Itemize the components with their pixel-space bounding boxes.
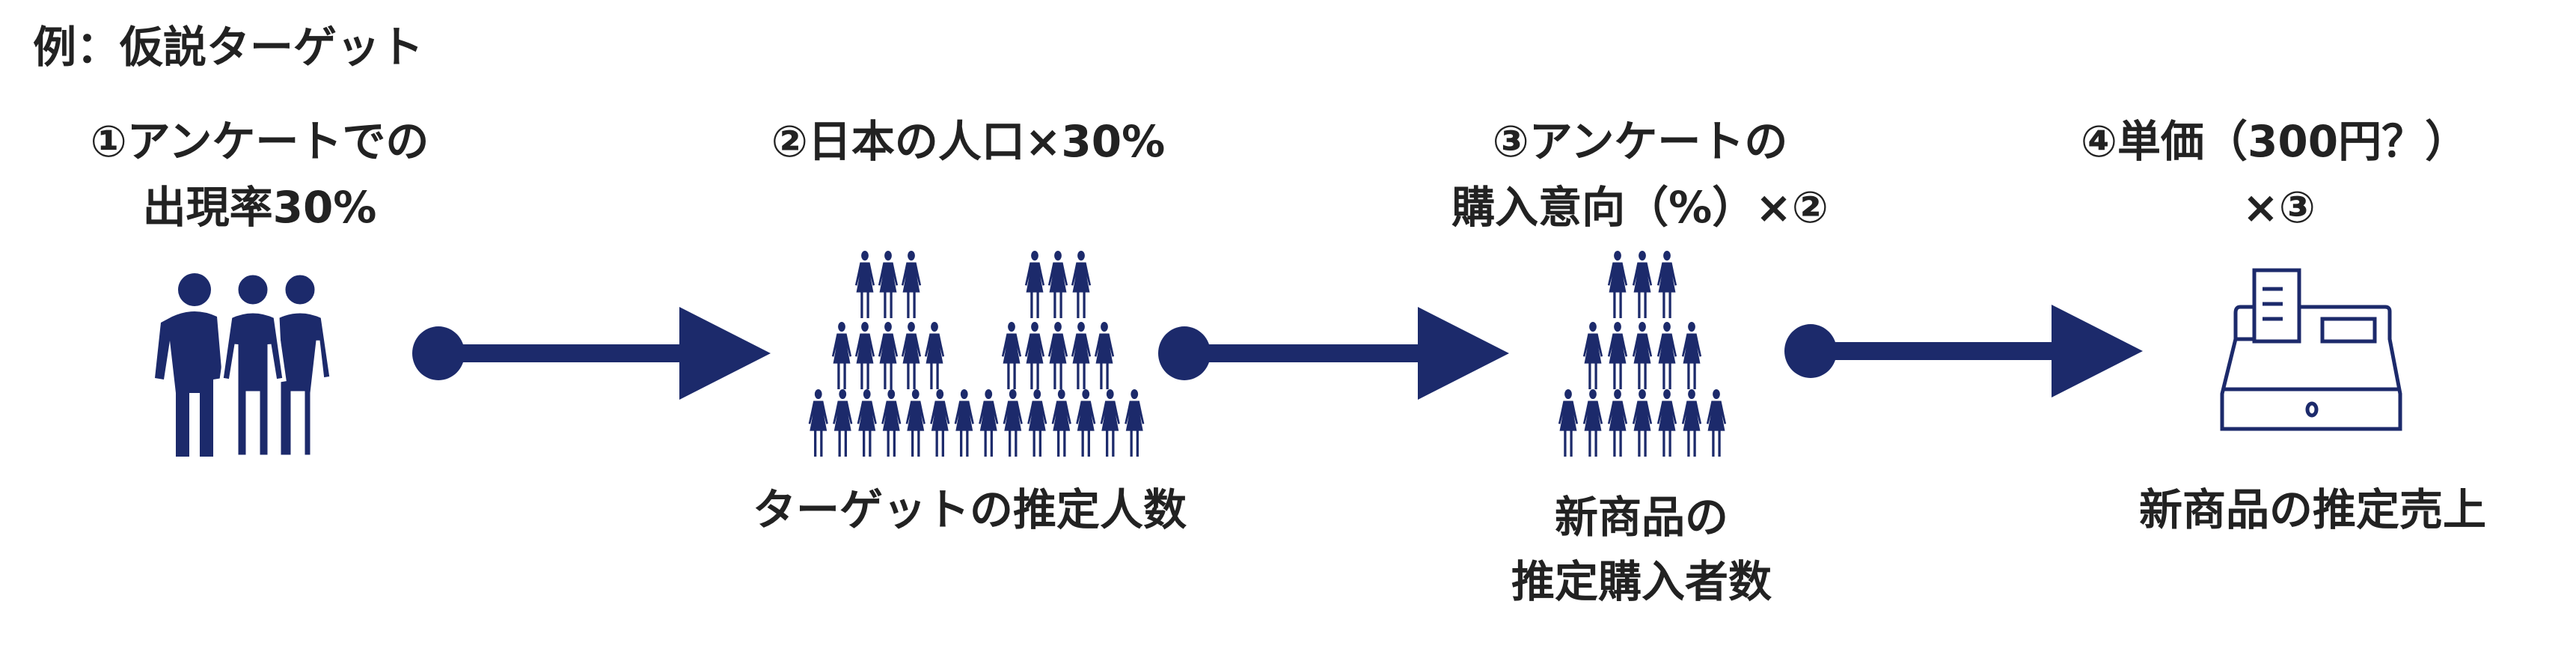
person-figure-icon (878, 251, 899, 318)
person-figure-icon (1076, 389, 1096, 457)
person-figure-icon (1706, 389, 1727, 457)
step3-label-line2: 購入意向（%）×② (1451, 182, 1829, 233)
person-figure-icon (1656, 251, 1677, 318)
person-figure-icon (901, 251, 922, 318)
person-figure-icon (1632, 322, 1653, 389)
person-figure-icon (1607, 251, 1628, 318)
arrow-3 (1784, 305, 2143, 397)
person-figure-icon (979, 389, 999, 457)
step4-caption: 新商品の推定売上 (2138, 484, 2487, 535)
page-title: 例：仮説ターゲット (33, 22, 424, 73)
step2-label: ②日本の人口×30% (771, 116, 1166, 167)
person-figure-icon (1582, 389, 1603, 457)
person-figure-icon (1582, 322, 1603, 389)
person-figure-icon (1632, 389, 1653, 457)
person-figure-icon (1125, 389, 1145, 457)
person-figure-icon (1681, 389, 1702, 457)
person-figure-icon (808, 389, 828, 457)
arrow-shaft (1811, 342, 2058, 360)
person-figure-icon (1024, 251, 1045, 318)
arrow-head (679, 307, 771, 400)
step3-caption-line2: 推定購入者数 (1511, 556, 1772, 607)
person-figure-icon (878, 322, 899, 389)
person-figure-icon (1024, 322, 1045, 389)
step2-caption: ターゲットの推定人数 (752, 484, 1187, 535)
person-figure-icon (954, 389, 974, 457)
person-figure-icon (1607, 322, 1628, 389)
person-figure-icon (1003, 389, 1023, 457)
arrow-2 (1158, 307, 1509, 400)
step4-label-line2: ×③ (2242, 182, 2316, 233)
arrow-shaft (438, 344, 685, 362)
person-figure-icon (1656, 389, 1677, 457)
group-of-people-icon (155, 271, 334, 459)
person-figure-icon (833, 389, 853, 457)
person-figure-icon (1632, 251, 1653, 318)
person-figure-icon (1681, 322, 1702, 389)
person-figure-icon (1071, 322, 1092, 389)
person-figure-icon (905, 389, 926, 457)
step3-caption-line1: 新商品の (1554, 492, 1729, 543)
person-figure-icon (854, 322, 875, 389)
person-figure-icon (1656, 322, 1677, 389)
person-figure-icon (1094, 322, 1115, 389)
person-figure-icon (1071, 251, 1092, 318)
person-figure-icon (1100, 389, 1120, 457)
step1-label-line2: 出現率30% (142, 182, 377, 233)
person-figure-icon (924, 322, 945, 389)
arrow-shaft (1184, 344, 1424, 362)
person-figure-icon (1051, 389, 1071, 457)
person-figure-icon (1558, 389, 1579, 457)
step1-label-line1: ①アンケートでの (90, 116, 429, 167)
person-figure-icon (1047, 251, 1068, 318)
crowd-icon-buyers (1558, 251, 1727, 457)
person-figure-icon (881, 389, 902, 457)
person-icon (219, 271, 287, 459)
person-figure-icon (1047, 322, 1068, 389)
person-figure-icon (1607, 389, 1628, 457)
cash-register-icon (2220, 268, 2402, 431)
person-icon (275, 271, 334, 459)
person-icon (155, 273, 222, 457)
person-figure-icon (930, 389, 950, 457)
arrow-head (1418, 307, 1509, 400)
step3-label-line1: ③アンケートの (1492, 116, 1788, 167)
arrow-head (2052, 305, 2143, 397)
step4-label-line1: ④単価（300円？） (2080, 116, 2469, 167)
person-figure-icon (901, 322, 922, 389)
person-figure-icon (857, 389, 877, 457)
person-figure-icon (1027, 389, 1047, 457)
person-figure-icon (854, 251, 875, 318)
person-figure-icon (1001, 322, 1022, 389)
person-figure-icon (831, 322, 852, 389)
crowd-icon-target (808, 251, 1145, 457)
arrow-1 (412, 307, 771, 400)
